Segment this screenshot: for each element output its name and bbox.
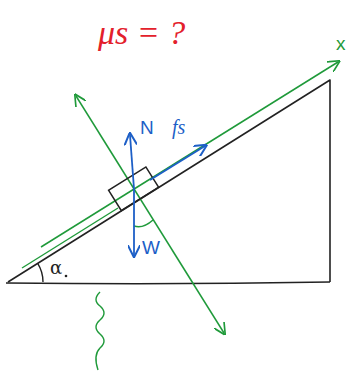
force-label: W bbox=[142, 238, 160, 259]
x-axis bbox=[41, 62, 338, 247]
squiggle-mark bbox=[96, 292, 104, 370]
angle-dot bbox=[65, 275, 68, 278]
friction-force-arrow bbox=[150, 146, 205, 180]
force-label: fs bbox=[172, 116, 185, 138]
angle-label: α bbox=[50, 258, 62, 278]
y-axis bbox=[76, 96, 224, 333]
incline-plane bbox=[8, 80, 330, 282]
weight-arrow bbox=[133, 189, 135, 255]
incline-trace bbox=[22, 208, 118, 268]
force-label: N bbox=[140, 118, 154, 139]
angle-arc bbox=[38, 263, 43, 282]
axis-label: x bbox=[336, 34, 346, 55]
normal-force-arrow bbox=[130, 135, 134, 189]
incline-base bbox=[6, 282, 330, 284]
unknown-quantity: μs = ? bbox=[98, 14, 185, 51]
weight-angle-arc bbox=[134, 220, 153, 227]
